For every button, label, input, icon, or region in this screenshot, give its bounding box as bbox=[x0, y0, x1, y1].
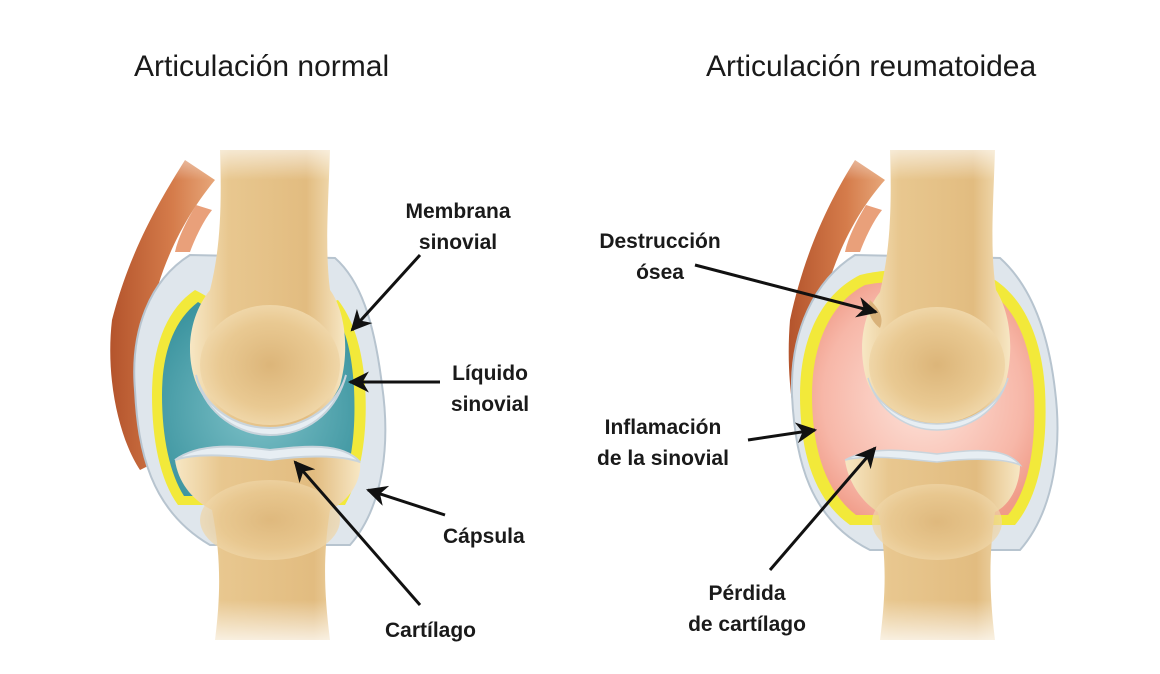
normal-joint-illustration bbox=[90, 130, 410, 655]
rheumatoid-joint-illustration bbox=[770, 130, 1080, 655]
label-membrana-line2: sinovial bbox=[418, 231, 498, 254]
label-perdida-cartilago: Pérdida de cartílago bbox=[672, 578, 822, 640]
label-destruccion-osea: Destrucción ósea bbox=[580, 226, 740, 288]
title-rheumatoid-joint: Articulación reumatoidea bbox=[706, 50, 1037, 83]
label-capsula-text: Cápsula bbox=[443, 525, 525, 548]
label-cartilago-text: Cartílago bbox=[385, 619, 477, 642]
label-membrana-sinovial: Membrana sinovial bbox=[388, 196, 528, 258]
arrow-cartilago bbox=[293, 460, 422, 606]
lower-cartilage-right bbox=[844, 449, 1023, 467]
label-inflamacion-sinovial: Inflamación de la sinovial bbox=[578, 412, 748, 474]
label-destruccion-line1: Destrucción bbox=[599, 230, 721, 253]
label-liquido-sinovial: Líquido sinovial bbox=[430, 358, 550, 420]
label-liquido-line2: sinovial bbox=[450, 393, 530, 416]
arrow-inflamacion bbox=[747, 422, 818, 444]
upper-cartilage-right bbox=[867, 377, 1009, 431]
label-perdida-line2: de cartílago bbox=[688, 613, 806, 636]
arrow-destruccion bbox=[694, 263, 879, 318]
annotation-arrows bbox=[293, 253, 879, 606]
label-membrana-line1: Membrana bbox=[405, 200, 511, 223]
arrow-membrana bbox=[350, 253, 422, 332]
label-inflamacion-line2: de la sinovial bbox=[597, 447, 729, 470]
label-perdida-line1: Pérdida bbox=[708, 582, 786, 605]
lower-cartilage bbox=[174, 445, 361, 463]
label-destruccion-line2: ósea bbox=[636, 261, 684, 284]
label-inflamacion-line1: Inflamación bbox=[604, 416, 722, 439]
label-capsula: Cápsula bbox=[443, 521, 525, 552]
upper-cartilage bbox=[195, 374, 347, 437]
label-liquido-line1: Líquido bbox=[452, 362, 528, 385]
arrow-capsula bbox=[366, 485, 446, 517]
title-normal-joint: Articulación normal bbox=[134, 50, 390, 83]
arrow-perdida bbox=[768, 446, 877, 571]
label-cartilago: Cartílago bbox=[385, 615, 476, 646]
